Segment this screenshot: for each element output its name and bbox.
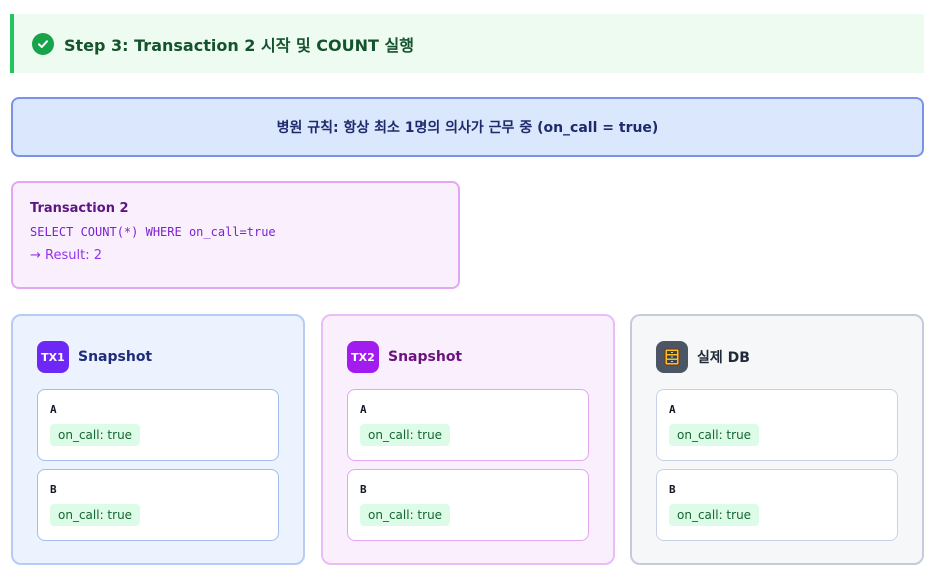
row-name: A [360,403,367,416]
row-card-b: B on_call: true [37,469,279,541]
row-name: B [50,483,57,496]
step-banner: Step 3: Transaction 2 시작 및 COUNT 실행 [10,14,924,73]
real-db-panel: 실제 DB A on_call: true B on_call: true [630,314,924,565]
on-call-value: on_call: true [360,504,451,526]
step-title: Step 3: Transaction 2 시작 및 COUNT 실행 [64,35,414,55]
on-call-value: on_call: true [360,424,451,446]
panel-title: Snapshot [78,349,153,365]
row-card-b: B on_call: true [656,469,898,541]
row-card-a: A on_call: true [347,389,589,461]
rule-box: 병원 규칙: 항상 최소 1명의 의사가 근무 중 (on_call = tru… [11,97,924,157]
database-icon [656,341,688,373]
on-call-value: on_call: true [50,424,141,446]
panel-header: TX2 Snapshot [347,341,589,373]
check-circle-icon [32,32,54,55]
tx2-badge: TX2 [347,341,379,373]
transaction-card: Transaction 2 SELECT COUNT(*) WHERE on_c… [11,181,460,289]
row-name: B [669,483,676,496]
rule-text: 병원 규칙: 항상 최소 1명의 의사가 근무 중 (on_call = tru… [276,120,659,136]
row-name: A [669,403,676,416]
on-call-value: on_call: true [669,424,760,446]
tx1-snapshot-panel: TX1 Snapshot A on_call: true B on_call: … [11,314,305,565]
tx1-badge: TX1 [37,341,69,373]
on-call-value: on_call: true [669,504,760,526]
transaction-title: Transaction 2 [30,201,129,216]
tx2-snapshot-panel: TX2 Snapshot A on_call: true B on_call: … [321,314,615,565]
panel-title: 실제 DB [697,350,750,366]
row-name: A [50,403,57,416]
transaction-result: → Result: 2 [30,248,102,263]
panel-header: 실제 DB [656,341,898,373]
row-card-a: A on_call: true [656,389,898,461]
on-call-value: on_call: true [50,504,141,526]
transaction-sql: SELECT COUNT(*) WHERE on_call=true [30,225,276,239]
panel-header: TX1 Snapshot [37,341,279,373]
panel-title: Snapshot [388,349,463,365]
row-name: B [360,483,367,496]
row-card-b: B on_call: true [347,469,589,541]
row-card-a: A on_call: true [37,389,279,461]
